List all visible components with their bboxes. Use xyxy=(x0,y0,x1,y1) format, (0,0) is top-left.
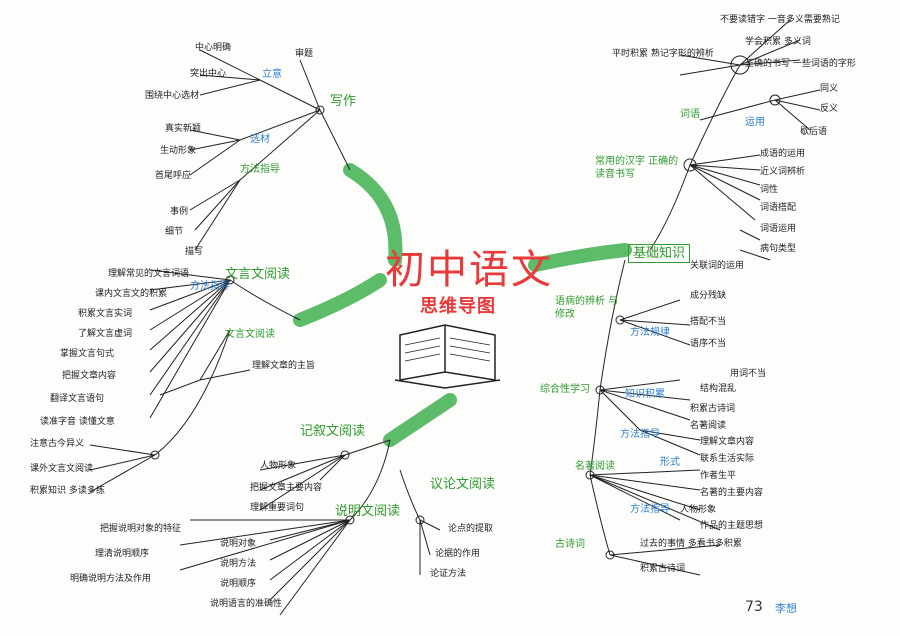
basics-leaf: 成语的运用 xyxy=(760,149,806,159)
basics-rhetoric: 运用 xyxy=(745,117,765,128)
author-name: 李想 xyxy=(775,602,797,615)
basics-form: 形式 xyxy=(660,457,680,468)
classical-leaf: 把握文章内容 xyxy=(62,371,117,381)
writing-type: 方法指导 xyxy=(240,164,280,175)
basics-leaf: 用词不当 xyxy=(730,369,767,379)
basics-grammar: 语病的辨析 与修改 xyxy=(555,296,619,320)
map-subtitle: 思维导图 xyxy=(420,296,496,317)
basics-leaf: 反义 xyxy=(820,104,839,114)
basics-memorize: 名著阅读 xyxy=(575,461,615,472)
classical-leaf: 读准字音 读懂文意 xyxy=(40,417,115,427)
writing-select: 选材 xyxy=(250,134,270,145)
writing-title: 立意 xyxy=(262,69,282,80)
basics-leaf: 理解文章内容 xyxy=(700,437,755,447)
basics-words: 词语 xyxy=(680,109,700,120)
basics-leaf: 词性 xyxy=(760,185,779,195)
classical-leaf: 课内文言文的积累 xyxy=(95,289,168,299)
basics-leaf: 名著阅读 xyxy=(690,421,727,431)
writing-leaf: 围绕中心选材 xyxy=(145,91,200,101)
writing-leaf: 突出中心 xyxy=(190,69,227,79)
basics-leaf: 成分残缺 xyxy=(690,291,727,301)
basics-knowledge: 知识积累 xyxy=(625,389,665,400)
basics-leaf: 语序不当 xyxy=(690,339,727,349)
basics-leaf: 近义词辨析 xyxy=(760,167,806,177)
basics-leaf: 关联词的运用 xyxy=(690,261,745,271)
basics-method: 方法规律 xyxy=(630,327,670,338)
basics-leaf: 积累古诗词 xyxy=(690,404,736,414)
classical-leaf: 理解文章的主旨 xyxy=(252,361,316,371)
basics-leaf: 歇后语 xyxy=(800,127,828,137)
branch-narrative: 记叙文阅读 xyxy=(300,424,366,439)
expository-leaf: 把握说明对象的特征 xyxy=(100,524,182,534)
basics-method2: 方法指导 xyxy=(620,429,660,440)
author-mark: 73 xyxy=(745,599,763,615)
argument-leaf: 论据的作用 xyxy=(435,549,481,559)
writing-leaf: 审题 xyxy=(295,49,314,59)
basics-leaf: 联系生活实际 xyxy=(700,454,755,464)
classical-lit: 文言文阅读 xyxy=(225,329,275,340)
basics-leaf: 平时积累 熟记字形的辨析 xyxy=(612,49,714,59)
basics-leaf: 正确的书写 一些词语的字形 xyxy=(745,59,856,69)
writing-leaf: 首尾呼应 xyxy=(155,171,192,181)
classical-leaf: 课外文言文阅读 xyxy=(30,464,94,474)
narrative-leaf: 把握文章主要内容 xyxy=(250,483,323,493)
classical-leaf: 翻译文言语句 xyxy=(50,394,105,404)
writing-leaf: 细节 xyxy=(165,227,184,237)
expository-leaf: 说明方法 xyxy=(220,559,257,569)
argument-leaf: 论证方法 xyxy=(430,569,467,579)
classical-guide: 方法指导 xyxy=(190,281,230,292)
basics-method3: 方法指导 xyxy=(630,504,670,515)
writing-leaf: 真实新颖 xyxy=(165,124,202,134)
classical-leaf: 积累知识 多读多练 xyxy=(30,486,105,496)
expository-leaf: 理清说明顺序 xyxy=(95,549,150,559)
basics-leaf: 积累古诗词 xyxy=(640,564,686,574)
narrative-leaf: 人物形象 xyxy=(260,461,297,471)
classical-leaf: 注意古今异义 xyxy=(30,439,85,449)
narrative-leaf: 理解重要词句 xyxy=(250,503,305,513)
basics-leaf: 过去的事情 多看书多积累 xyxy=(640,539,742,549)
basics-leaf: 人物形象 xyxy=(680,505,717,515)
basics-leaf: 不要读错字 一音多义需要熟记 xyxy=(720,15,840,25)
writing-leaf: 描写 xyxy=(185,247,204,257)
writing-leaf: 生动形象 xyxy=(160,146,197,156)
basics-leaf: 作者生平 xyxy=(700,471,737,481)
basics-leaf: 搭配不当 xyxy=(690,317,727,327)
basics-pinyin: 常用的汉字 正确的读音书写 xyxy=(595,156,679,180)
basics-leaf: 结构混乱 xyxy=(700,384,737,394)
writing-leaf: 事例 xyxy=(170,207,189,217)
branch-argument: 议论文阅读 xyxy=(430,477,496,492)
basics-leaf: 名著的主要内容 xyxy=(700,488,764,498)
basics-leaf: 词语搭配 xyxy=(760,203,797,213)
branch-expository: 说明文阅读 xyxy=(335,504,401,519)
basics-leaf: 作品的主题思想 xyxy=(700,521,764,531)
expository-leaf: 说明顺序 xyxy=(220,579,257,589)
basics-leaf: 学会积累 多义词 xyxy=(745,37,811,47)
expository-leaf: 说明对象 xyxy=(220,539,257,549)
basics-leaf: 词语运用 xyxy=(760,224,797,234)
classical-leaf: 积累文言实词 xyxy=(78,309,133,319)
basics-leaf: 病句类型 xyxy=(760,244,797,254)
basics-ancient: 古诗词 xyxy=(555,539,585,550)
classical-leaf: 理解常见的文言词语 xyxy=(108,269,190,279)
map-title: 初中语文 xyxy=(385,247,553,293)
classical-leaf: 掌握文言句式 xyxy=(60,349,115,359)
expository-leaf: 明确说明方法及作用 xyxy=(70,574,152,584)
branch-basics: 基础知识 xyxy=(628,244,691,263)
expository-leaf: 说明语言的准确性 xyxy=(210,599,283,609)
basics-leaf: 同义 xyxy=(820,84,839,94)
basics-comprehensive: 综合性学习 xyxy=(540,384,590,395)
argument-leaf: 论点的提取 xyxy=(448,524,494,534)
branch-writing: 写作 xyxy=(330,94,357,109)
branch-classical: 文言文阅读 xyxy=(225,267,291,282)
classical-leaf: 了解文言虚词 xyxy=(78,329,133,339)
book-icon xyxy=(394,324,501,389)
writing-leaf: 中心明确 xyxy=(195,43,232,53)
